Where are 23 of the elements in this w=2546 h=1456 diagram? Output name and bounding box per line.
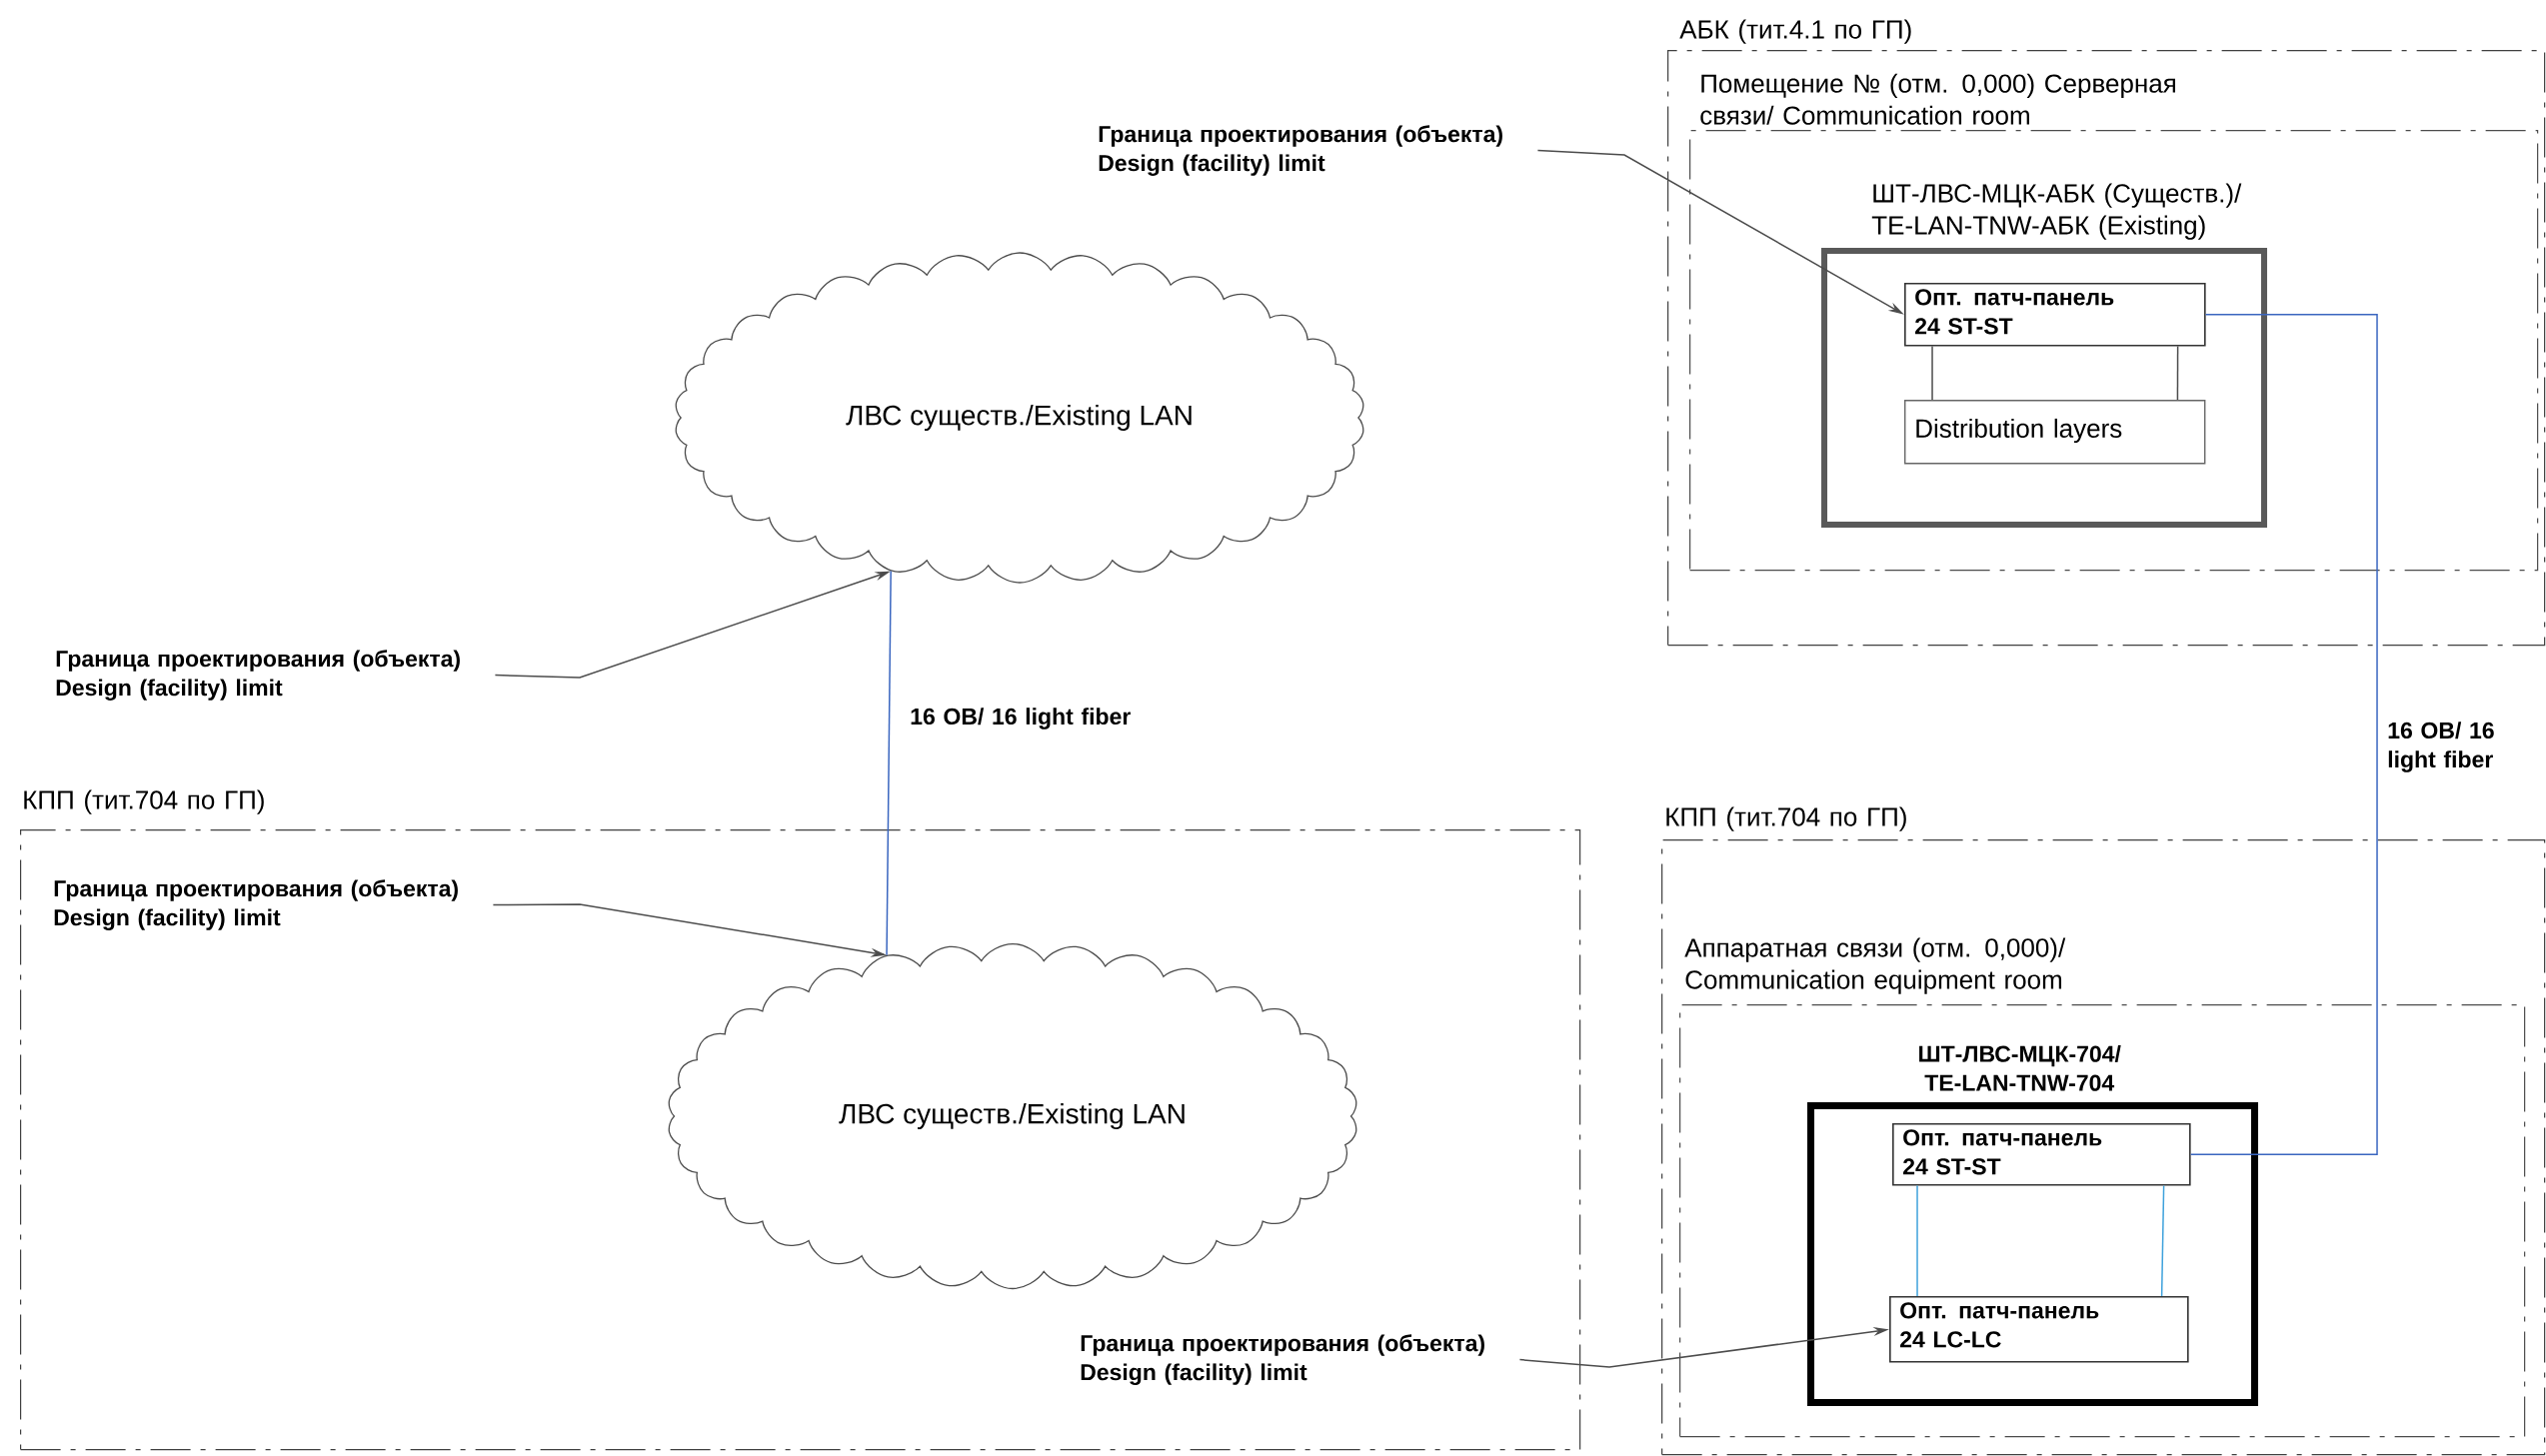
cable-line <box>886 570 892 956</box>
node-label: КПП (тит.704 по ГП) <box>1666 806 1906 831</box>
cable-label: 16 ОВ/ 16 light fiber <box>911 708 1131 729</box>
node-label: АБК (тит.4.1 по ГП) <box>1679 19 1911 44</box>
leader-label: Граница проектирования (объекта) Design (facility) limit <box>1099 125 1502 176</box>
patch-panel-box: Опт. патч-панель 24 ST-ST <box>1892 1123 2191 1186</box>
cable-line <box>2160 1184 2165 1297</box>
cable-line <box>2189 314 2378 1156</box>
leader-label: Граница проектирования (объекта) Design (facility) limit <box>56 650 460 701</box>
patch-panel-box: Опт. патч-панель 24 ST-ST <box>1904 283 2206 347</box>
cable-line <box>1916 1184 1918 1297</box>
connection-line <box>1931 345 1933 401</box>
leader-label: Граница проектирования (объекта) Design (facility) limit <box>1081 1334 1484 1385</box>
leader-label: Граница проектирования (объекта) Design (facility) limit <box>54 879 458 930</box>
distribution-box: Distribution layers <box>1904 400 2206 465</box>
connection-line <box>2176 345 2179 401</box>
node-label: ШТ-ЛВС-МЦК-704/ TE-LAN-TNW-704 <box>1919 1044 2121 1091</box>
node-label: Аппаратная связи (отм. 0,000)/ Communication equipment room <box>1684 937 2066 994</box>
patch-panel-box: Опт. патч-панель 24 LC-LC <box>1889 1296 2189 1363</box>
node-label: КПП (тит.704 по ГП) <box>24 789 264 814</box>
node-label: Помещение № (отм. 0,000) Серверная связи/ Communication room <box>1700 73 2176 125</box>
cable-label: 16 ОВ/ 16 light fiber <box>2388 722 2494 772</box>
node-label: ШТ-ЛВС-МЦК-АБК (Существ.)/ TE-LAN-TNW-АБК (Existing) <box>1871 183 2242 240</box>
